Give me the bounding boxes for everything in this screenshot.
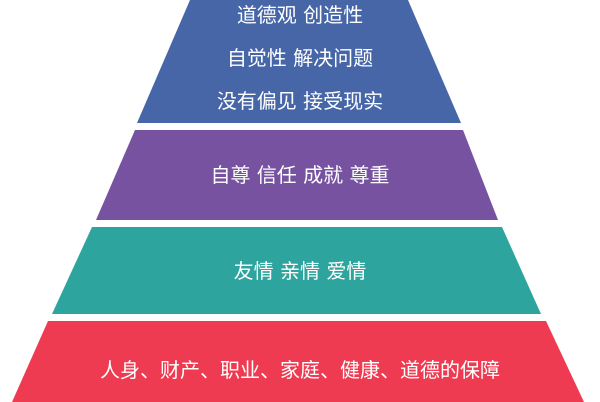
level-love-belonging xyxy=(52,227,541,314)
esteem-line: 自尊 信任 成就 尊重 xyxy=(210,163,390,187)
level-self-actualization xyxy=(137,0,461,123)
self-actualization-line-2: 自觉性 解决问题 xyxy=(226,46,374,70)
safety-line: 人身、财产、职业、家庭、健康、道德的保障 xyxy=(100,358,500,382)
self-actualization-line-1: 道德观 创造性 xyxy=(236,3,364,27)
love-belonging-line: 友情 亲情 爱情 xyxy=(233,259,367,283)
level-safety xyxy=(12,321,584,402)
level-esteem xyxy=(96,130,498,220)
self-actualization-line-3: 没有偏见 接受现实 xyxy=(216,89,384,113)
